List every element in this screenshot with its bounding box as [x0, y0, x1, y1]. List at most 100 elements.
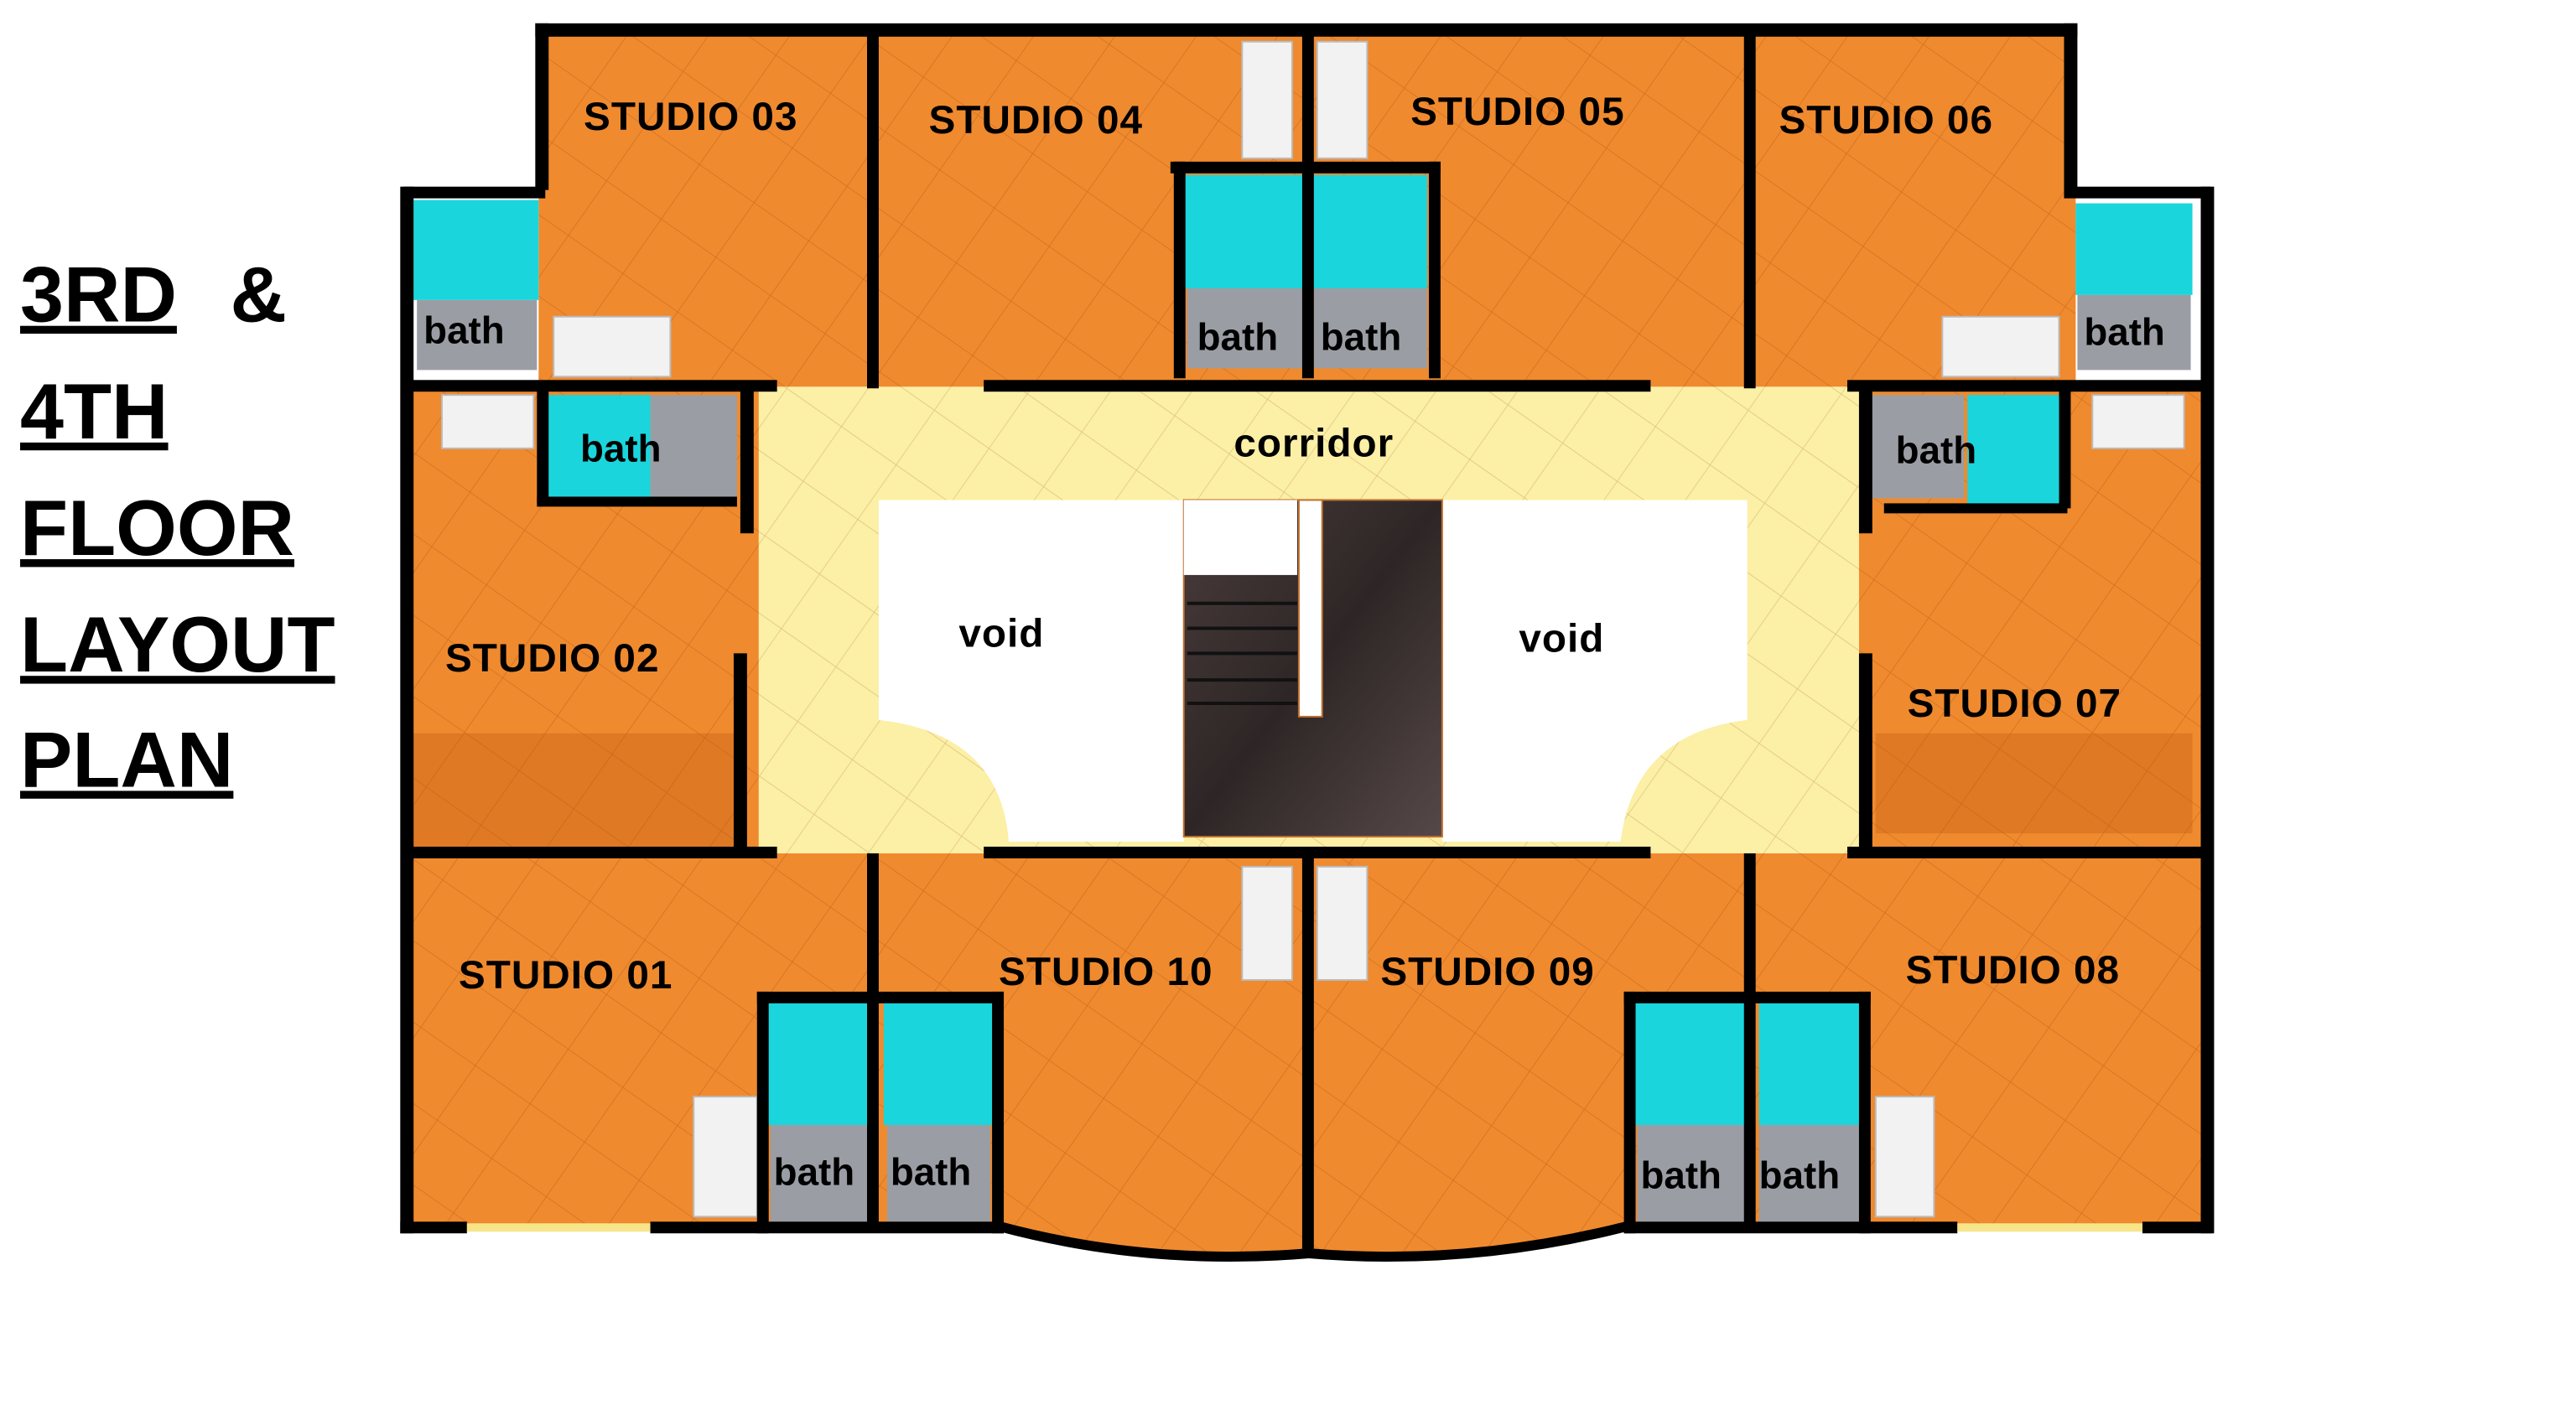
wall-segment	[1428, 161, 1441, 379]
label-studio-03: STUDIO 03	[584, 95, 797, 139]
kitchen-counter	[1941, 315, 2060, 378]
wall-segment	[1858, 653, 1872, 850]
wall-segment	[740, 383, 754, 534]
wall-segment	[1743, 853, 1756, 1229]
title-layout: LAYOUT	[20, 600, 335, 688]
title-ampersand: &	[231, 251, 287, 339]
label-studio-07: STUDIO 07	[1908, 682, 2122, 726]
kitchen-counter	[2091, 394, 2185, 449]
wall-segment	[866, 29, 879, 389]
wall-segment	[1301, 161, 1314, 379]
title-4th: 4TH	[20, 367, 169, 455]
bathrooms	[413, 174, 2193, 1222]
wall-segment	[537, 496, 737, 507]
label-studio-09: STUDIO 09	[1380, 950, 1594, 994]
room-labels: STUDIO 03 STUDIO 04 STUDIO 05 STUDIO 06 …	[445, 90, 2122, 998]
bathtub	[886, 1124, 991, 1222]
wall-segment	[1858, 383, 1872, 534]
kitchen-counter	[1316, 865, 1368, 982]
wall-segment	[2142, 1221, 2213, 1234]
label-studio-05: STUDIO 05	[1410, 90, 1624, 134]
bath-floor	[766, 999, 872, 1125]
label-bath: bath	[423, 309, 505, 352]
kitchen-counter	[1241, 40, 1293, 159]
wall-segment	[2064, 23, 2078, 190]
wall-segment	[1743, 29, 1756, 389]
walls	[400, 23, 2215, 1262]
wall-segment	[866, 853, 879, 1229]
wall-segment	[2059, 383, 2071, 509]
wall-segment	[535, 23, 549, 190]
label-void-left: void	[958, 611, 1044, 656]
wall-segment	[1883, 503, 2068, 514]
window	[1957, 1223, 2142, 1232]
bath-floor	[1313, 174, 1428, 288]
label-bath: bath	[580, 428, 662, 470]
bath-floor	[2075, 203, 2193, 295]
window	[466, 1223, 651, 1232]
wall-segment	[1623, 991, 1871, 1003]
wall-segment	[1858, 991, 1871, 1234]
wall-segment	[756, 991, 769, 1234]
plan-title: 3RD & 4TH FLOOR LAYOUT PLAN	[20, 251, 335, 804]
label-studio-06: STUDIO 06	[1779, 98, 1993, 143]
wall-segment	[2064, 186, 2211, 199]
floor-shadow	[407, 733, 740, 850]
label-bath: bath	[774, 1151, 855, 1194]
label-studio-08: STUDIO 08	[1906, 948, 2120, 993]
label-bath: bath	[1896, 429, 1977, 472]
stair-steps	[1187, 601, 1297, 705]
label-bath: bath	[1759, 1154, 1841, 1197]
kitchen-counter	[441, 394, 535, 449]
bathtub	[1187, 288, 1307, 369]
wall-segment	[1623, 1221, 1958, 1234]
label-bath: bath	[2084, 311, 2165, 354]
wall-segment	[403, 186, 546, 199]
bathtub	[1637, 1124, 1748, 1222]
wall-segment	[733, 653, 747, 850]
wall-segment	[537, 383, 549, 504]
kitchen-counter	[553, 315, 672, 378]
bathtub	[1313, 288, 1428, 369]
wall-segment	[984, 846, 1651, 858]
title-floor: FLOOR	[20, 484, 294, 572]
title-plan: PLAN	[20, 715, 233, 803]
void-and-stair	[878, 499, 1748, 842]
label-corridor: corridor	[1233, 422, 1394, 466]
wall-segment	[407, 380, 777, 392]
bath-floor	[547, 395, 651, 499]
bathtub	[1863, 395, 1965, 499]
bath-floor	[883, 999, 993, 1125]
label-bath: bath	[1640, 1154, 1722, 1197]
void-right	[1441, 500, 1748, 842]
wall-segment	[650, 1221, 1005, 1234]
fixtures	[441, 40, 2185, 1218]
wall-segment	[1301, 853, 1314, 1251]
wall-segment	[400, 1221, 467, 1234]
wall-segment	[2200, 186, 2215, 1234]
kitchen-counter	[1874, 1096, 1935, 1218]
floor-shadow	[1875, 733, 2193, 834]
bathtub	[770, 1124, 870, 1222]
bath-floor	[1967, 395, 2059, 509]
bath-floor	[413, 200, 539, 300]
label-bath: bath	[891, 1151, 972, 1194]
label-studio-02: STUDIO 02	[445, 636, 659, 681]
stair-landing	[1183, 500, 1297, 575]
wall-segment	[1301, 29, 1314, 170]
wall-segment	[407, 846, 777, 858]
curved-wall	[999, 1221, 1628, 1262]
wall-segment	[1623, 991, 1636, 1234]
label-studio-04: STUDIO 04	[929, 98, 1143, 143]
label-studio-01: STUDIO 01	[459, 953, 673, 998]
label-void-right: void	[1519, 616, 1604, 661]
wall-segment	[992, 991, 1005, 1234]
bath-floor	[1758, 999, 1859, 1125]
bathtub	[1758, 1124, 1859, 1222]
bathtub	[650, 395, 737, 499]
kitchen-counter	[1316, 40, 1368, 159]
label-studio-10: STUDIO 10	[999, 950, 1213, 994]
wall-segment	[984, 380, 1651, 392]
bathtub	[2077, 294, 2191, 371]
